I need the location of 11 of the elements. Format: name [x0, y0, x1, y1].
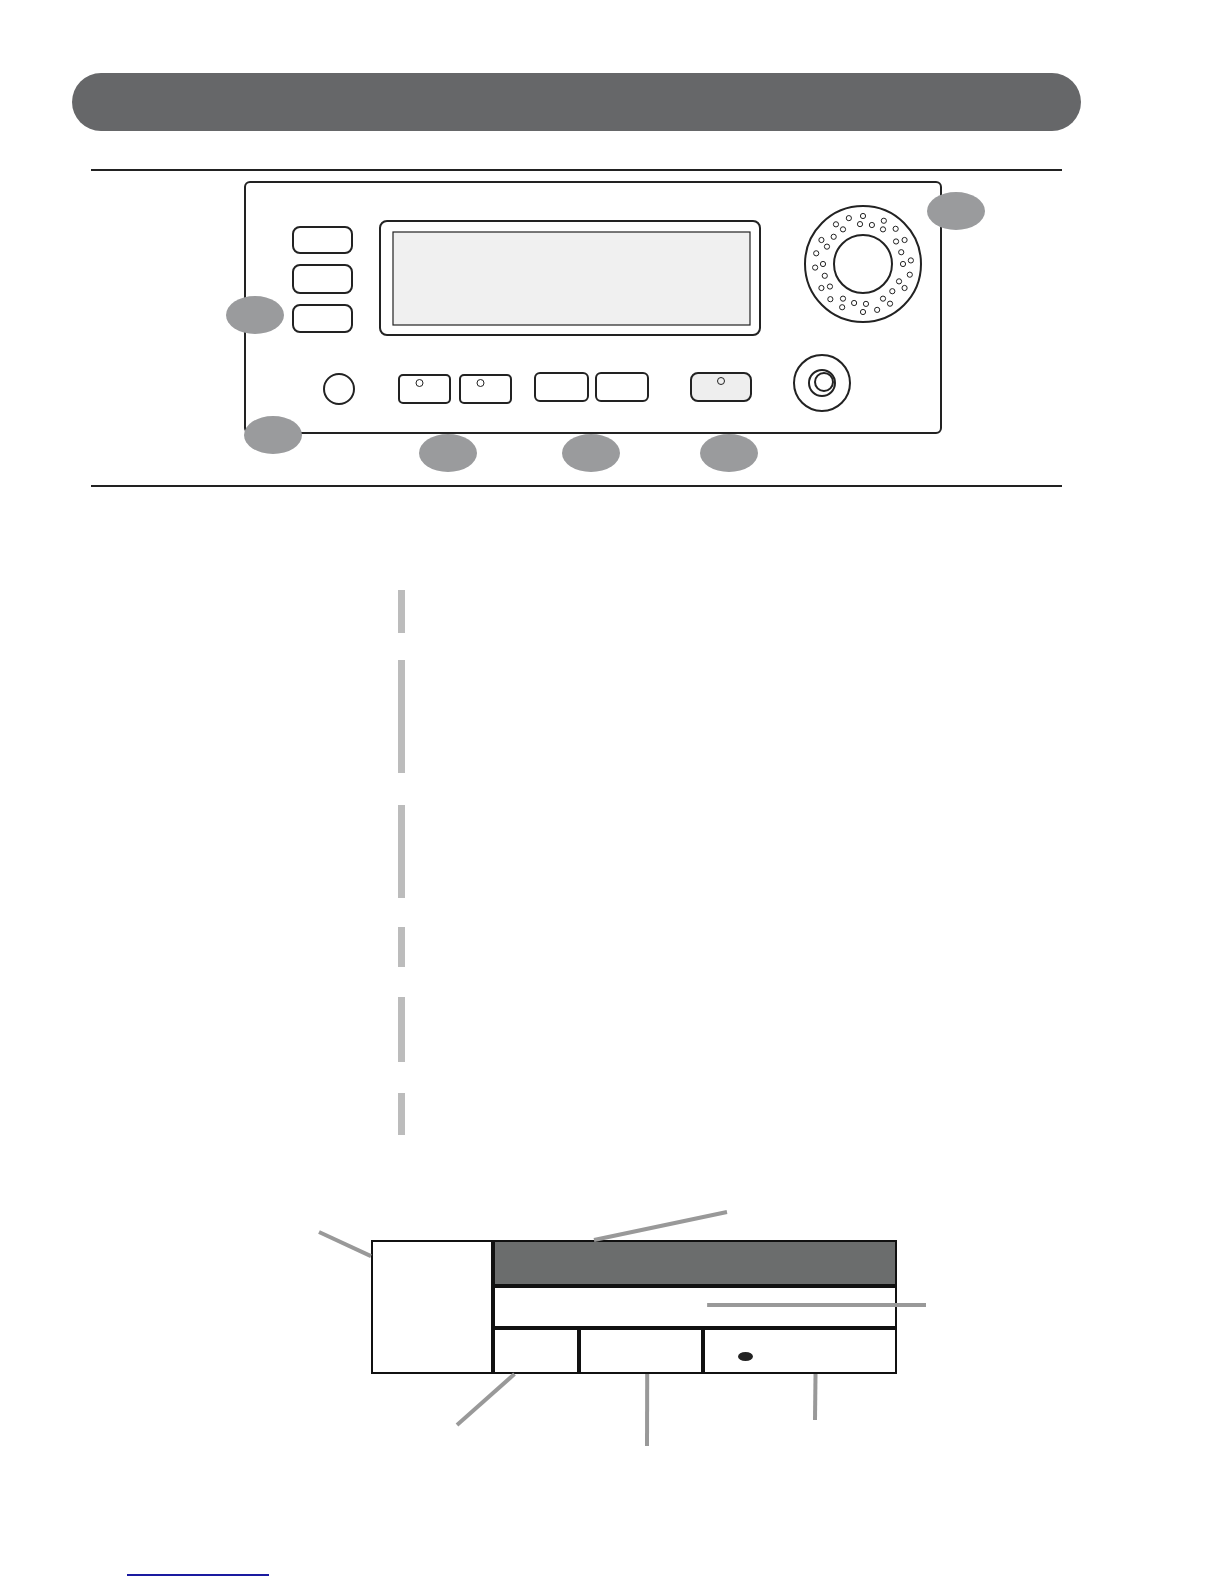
panel-cell [493, 1328, 579, 1374]
panel-cell [703, 1328, 897, 1374]
leader-line [707, 1302, 926, 1307]
panel-cell [579, 1328, 703, 1374]
leader-line [318, 1230, 372, 1258]
panel-cell [493, 1286, 897, 1328]
leader-line [813, 1373, 818, 1421]
leader-line [455, 1372, 516, 1427]
header-bar [493, 1240, 897, 1286]
leader-line [645, 1374, 650, 1446]
leader-line [593, 1210, 728, 1242]
